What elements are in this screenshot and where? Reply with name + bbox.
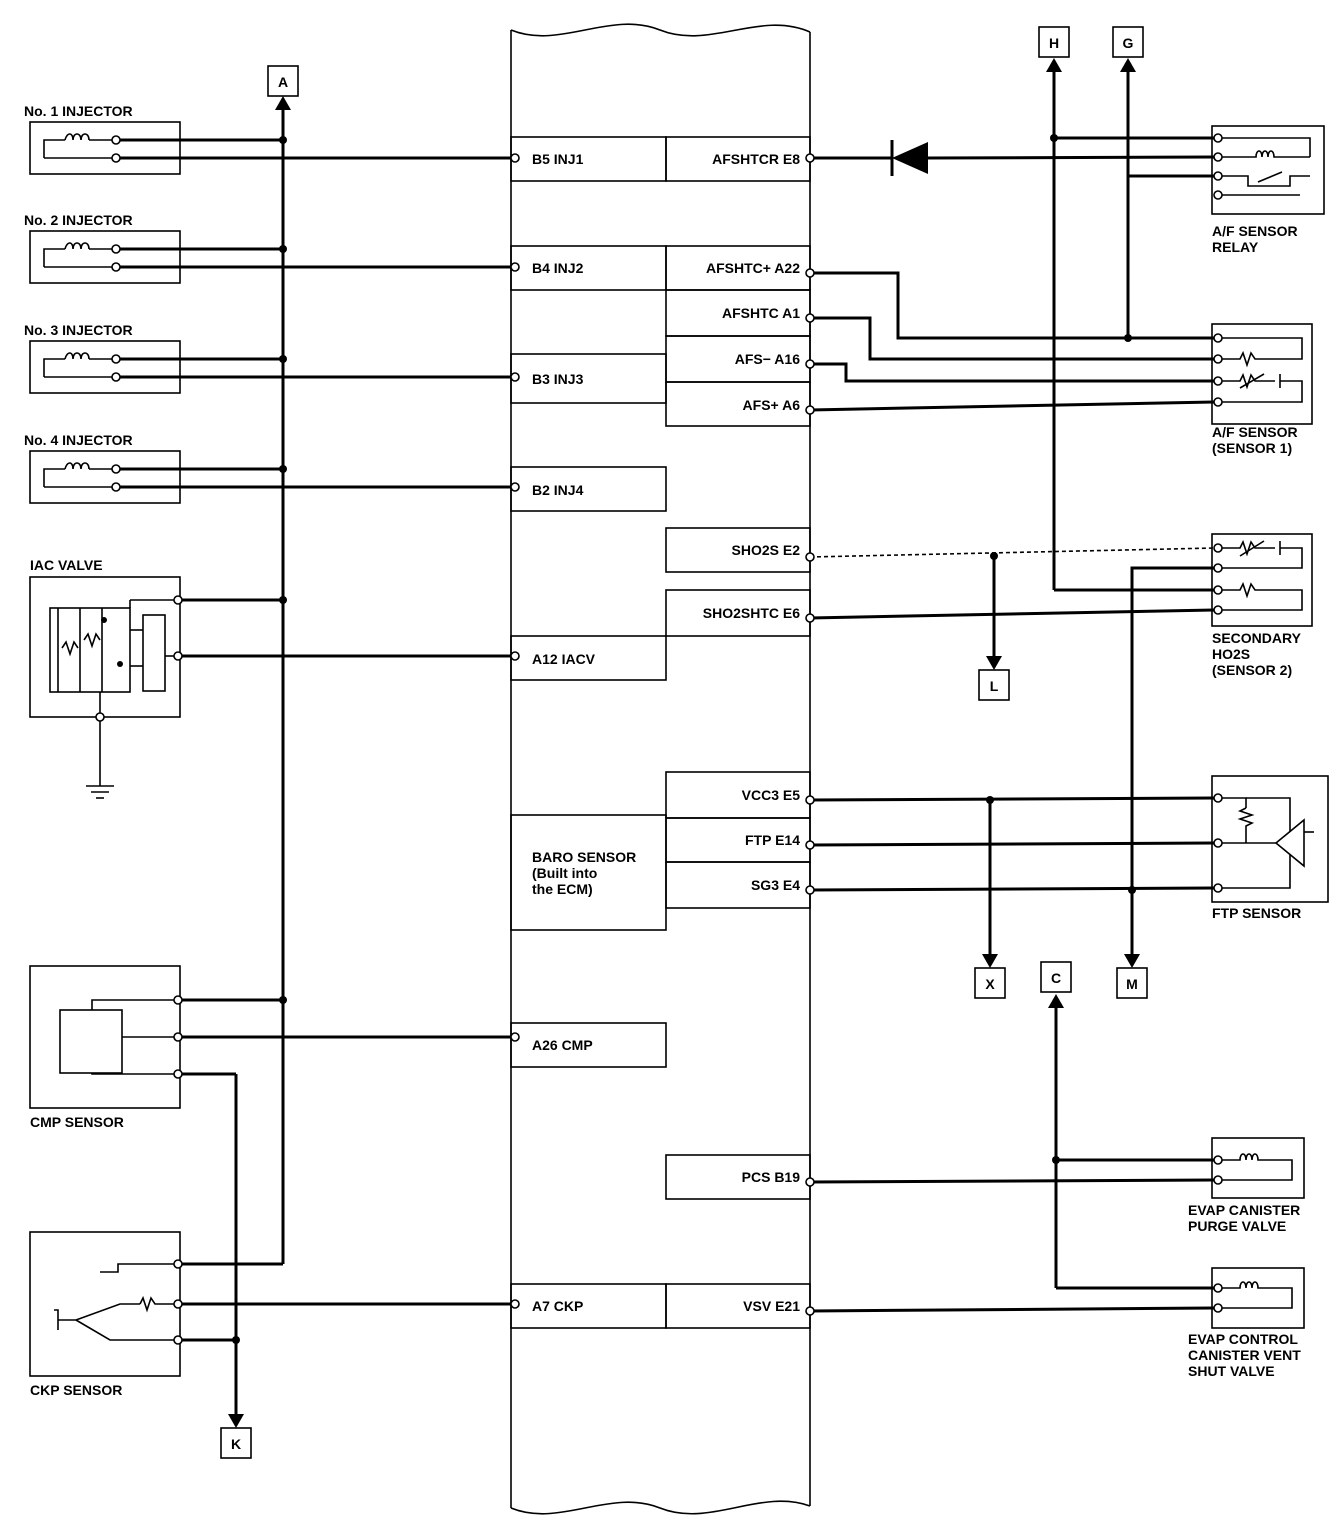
pin-b5: B5 INJ1	[532, 151, 584, 167]
label-af-sensor-relay-2: RELAY	[1212, 239, 1259, 255]
svg-text:L: L	[990, 678, 999, 694]
label-ho2s-1: SECONDARY	[1212, 630, 1302, 646]
af-sensor-relay	[1211, 125, 1325, 215]
pin-a22: AFSHTC+ A22	[706, 260, 800, 276]
af-sensor	[1211, 323, 1313, 425]
secondary-ho2s	[1211, 533, 1313, 627]
label-ho2s-2: HO2S	[1212, 646, 1250, 662]
ftp-sensor	[1211, 775, 1329, 903]
ckp-sensor	[29, 1231, 183, 1377]
pin-b2: B2 INJ4	[532, 482, 584, 498]
label-cmp-sensor: CMP SENSOR	[30, 1114, 124, 1130]
label-injector-3: No. 3 INJECTOR	[24, 322, 133, 338]
cmp-sensor	[29, 965, 183, 1109]
svg-text:A: A	[278, 74, 288, 90]
ecm-body	[510, 23, 811, 1515]
pin-b3: B3 INJ3	[532, 371, 584, 387]
evap-vent-shut-valve	[1211, 1267, 1305, 1329]
label-ckp-sensor: CKP SENSOR	[30, 1382, 122, 1398]
svg-text:C: C	[1051, 970, 1061, 986]
label-ho2s-3: (SENSOR 2)	[1212, 662, 1292, 678]
connector-m: M	[1116, 967, 1148, 999]
evap-purge-valve	[1211, 1137, 1305, 1199]
svg-text:M: M	[1126, 976, 1138, 992]
svg-text:X: X	[985, 976, 995, 992]
connector-k: K	[220, 1427, 252, 1459]
label-injector-2: No. 2 INJECTOR	[24, 212, 133, 228]
injector-3	[29, 340, 181, 394]
pin-e8: AFSHTCR E8	[712, 151, 800, 167]
right-wiring	[809, 58, 1215, 1313]
label-purge-valve-1: EVAP CANISTER	[1188, 1202, 1300, 1218]
label-af-sensor-2: (SENSOR 1)	[1212, 440, 1292, 456]
pin-a16: AFS− A16	[735, 351, 800, 367]
label-injector-4: No. 4 INJECTOR	[24, 432, 133, 448]
svg-text:H: H	[1049, 35, 1059, 51]
pin-e5: VCC3 E5	[742, 787, 801, 803]
pin-a7: A7 CKP	[532, 1298, 583, 1314]
connector-g: G	[1112, 26, 1144, 58]
pin-e4: SG3 E4	[751, 877, 800, 893]
pin-b19: PCS B19	[742, 1169, 801, 1185]
left-wiring	[120, 96, 511, 1428]
injector-2	[29, 230, 181, 284]
pin-b4: B4 INJ2	[532, 260, 584, 276]
ecm-left-terminals	[510, 153, 520, 1309]
baro-sensor-label-1: BARO SENSOR	[532, 849, 636, 865]
label-iac-valve: IAC VALVE	[30, 557, 103, 573]
label-injector-1: No. 1 INJECTOR	[24, 103, 133, 119]
connector-l: L	[978, 669, 1010, 701]
pin-e14: FTP E14	[745, 832, 800, 848]
pin-a6: AFS+ A6	[743, 397, 801, 413]
connector-c: C	[1040, 961, 1072, 993]
label-af-sensor-relay-1: A/F SENSOR	[1212, 223, 1298, 239]
iac-valve	[29, 576, 183, 799]
pin-e6: SHO2SHTC E6	[703, 605, 800, 621]
label-vent-valve-2: CANISTER VENT	[1188, 1347, 1301, 1363]
connector-h: H	[1038, 26, 1070, 58]
injector-1	[29, 121, 181, 175]
label-vent-valve-3: SHUT VALVE	[1188, 1363, 1275, 1379]
ecm-right-pin-boxes	[665, 136, 811, 1329]
ecm-left-pin-boxes	[510, 136, 667, 1329]
pin-a26: A26 CMP	[532, 1037, 593, 1053]
pin-a12: A12 IACV	[532, 651, 596, 667]
connector-a: A	[267, 65, 299, 97]
baro-sensor-label-3: the ECM)	[532, 881, 593, 897]
svg-text:G: G	[1123, 35, 1134, 51]
label-ftp-sensor: FTP SENSOR	[1212, 905, 1301, 921]
baro-sensor-label-2: (Built into	[532, 865, 597, 881]
pin-a1: AFSHTC A1	[722, 305, 800, 321]
label-af-sensor-1: A/F SENSOR	[1212, 424, 1298, 440]
pin-e2: SHO2S E2	[732, 542, 801, 558]
label-purge-valve-2: PURGE VALVE	[1188, 1218, 1286, 1234]
pin-e21: VSV E21	[743, 1298, 800, 1314]
label-vent-valve-1: EVAP CONTROL	[1188, 1331, 1298, 1347]
ecm-right-terminals	[805, 153, 815, 1316]
connector-x: X	[974, 967, 1006, 999]
injector-4	[29, 450, 181, 504]
svg-text:K: K	[231, 1436, 241, 1452]
